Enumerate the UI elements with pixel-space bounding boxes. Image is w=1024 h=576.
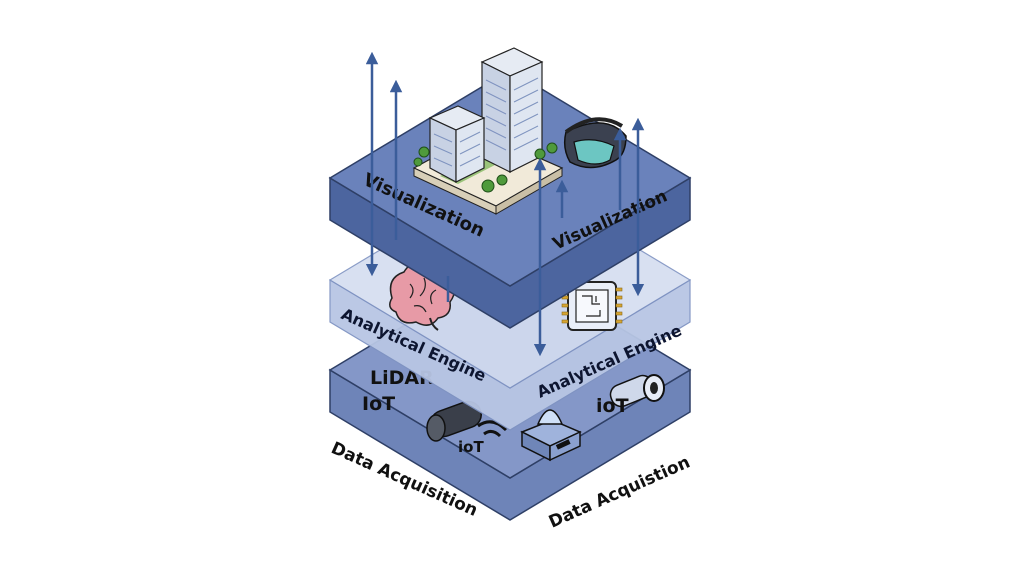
data-flow-arrows: [365, 51, 645, 357]
camera-icon: [609, 374, 665, 408]
vr-headset-icon: [563, 117, 627, 169]
iot-tag-sensor: ioT: [458, 438, 484, 456]
scanner-device-icon: [520, 409, 582, 462]
lidar-sensor-icon: [426, 400, 482, 442]
chip-icon: [561, 281, 623, 331]
layer-visualization: Visualization Visualization: [328, 47, 692, 329]
iot-tag-upper: IoT: [362, 393, 395, 415]
building-icon: [412, 47, 564, 215]
iot-tag-right: ioT: [596, 395, 629, 417]
wifi-icon: [477, 420, 508, 438]
